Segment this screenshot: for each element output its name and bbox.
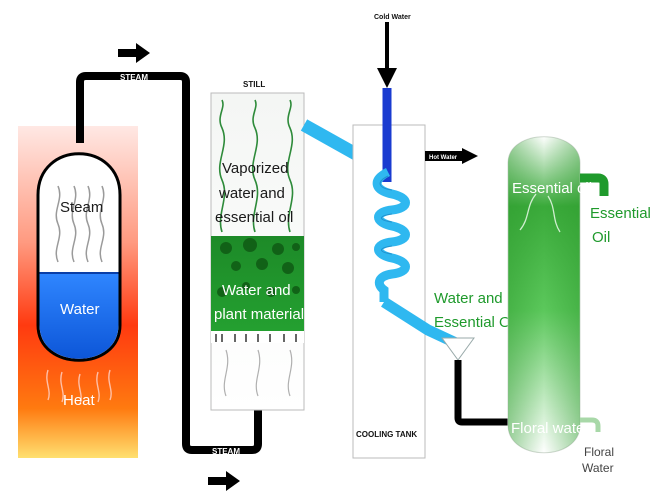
vapor-label-line3: essential oil (215, 209, 293, 226)
grate-marks (215, 334, 297, 342)
plant-label-line2: plant material (214, 306, 304, 323)
separator-wisps (519, 193, 561, 233)
mix-label-line1: Water and (434, 290, 503, 307)
separator-shading (508, 136, 580, 453)
plant-bubbles (217, 238, 300, 297)
arrow-right-top-icon (118, 43, 150, 63)
still: STILL Vaporized water and essential (210, 80, 305, 411)
heat-wisps (46, 369, 112, 405)
separator: Essential oil Floral water (507, 136, 609, 454)
cooling-tank-label: COOLING TANK (356, 430, 417, 439)
still-bottom-wisps (223, 349, 293, 397)
condenser-coil (372, 167, 410, 302)
vapor-label-line1: Vaporized (222, 160, 288, 177)
steam-wisps (55, 185, 105, 263)
boiler-steam-label: Steam (60, 199, 103, 216)
arrow-right-hot-water-icon (462, 148, 478, 164)
plant-label-line1: Water and (222, 282, 291, 299)
cold-water-label: Cold Water (374, 14, 411, 21)
still-label: STILL (243, 80, 265, 89)
sep-essential-oil-label: Essential oil (512, 180, 592, 197)
boiler-water-label: Water (60, 301, 99, 318)
condenser-coil-outline (379, 175, 393, 255)
out-essential-line2: Oil (592, 229, 610, 246)
funnel-outlet-pipe (454, 360, 508, 426)
boiler: Steam Water Heat (18, 126, 138, 458)
arrow-down-icon (377, 68, 397, 88)
mix-label-line2: Essential Oil (434, 314, 517, 331)
hot-water-label: Hot Water (429, 155, 458, 161)
steam-bottom-label: STEAM (212, 447, 240, 456)
out-floral-line1: Floral (584, 445, 614, 459)
boiler-heat-label: Heat (63, 392, 96, 409)
still-vapor-wisps (218, 99, 294, 233)
arrow-right-bottom-icon (208, 471, 240, 491)
vapor-label-line2: water and (218, 185, 285, 202)
out-essential-line1: Essential (590, 205, 651, 222)
steam-top-label: STEAM (120, 73, 148, 82)
out-floral-line2: Water (582, 461, 614, 475)
floral-outlet-pipe (580, 417, 601, 432)
boiler-water (39, 273, 119, 359)
cooling-tank: Cold Water Hot Water COOLING TANK (352, 14, 478, 459)
oil-outlet-pipe (580, 173, 609, 196)
steam-pipe-top: STEAM STEAM (76, 43, 262, 491)
sep-floral-water-label: Floral water (511, 420, 589, 437)
funnel (441, 337, 508, 426)
hot-water-outlet (425, 151, 465, 161)
